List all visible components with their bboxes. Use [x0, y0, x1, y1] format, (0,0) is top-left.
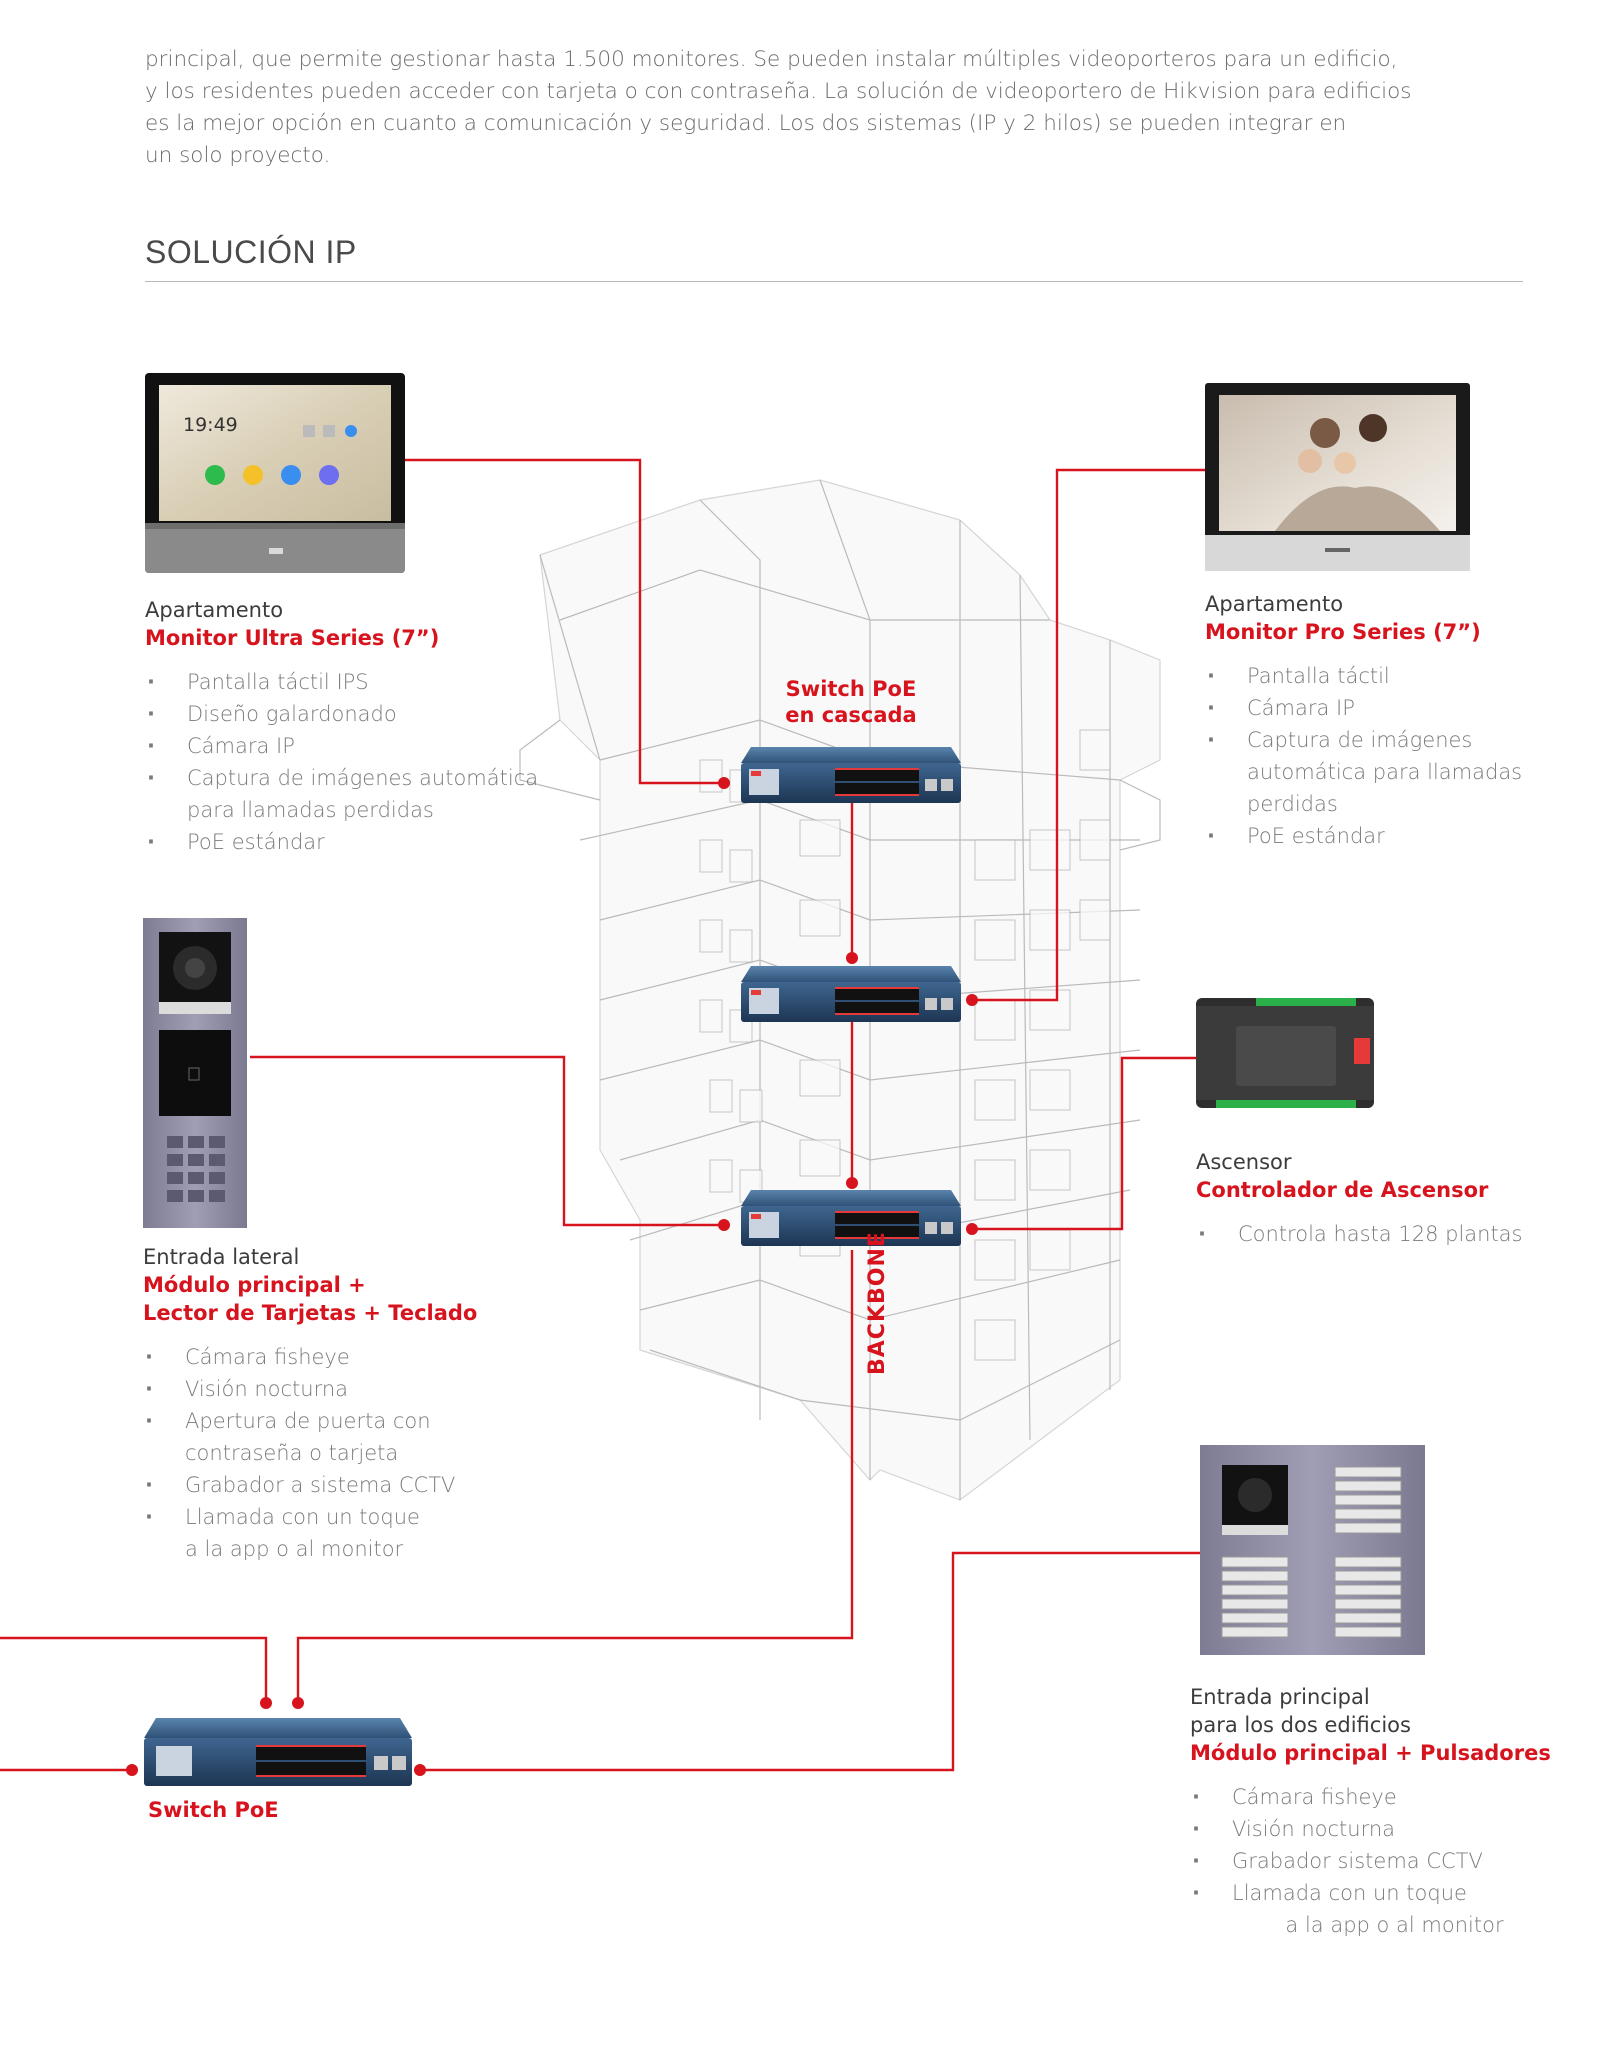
poe-switch-cascade-3-icon: [741, 1190, 961, 1246]
intro-paragraph: principal, que permite gestionar hasta 1…: [145, 44, 1465, 172]
monitor-pro-features: Pantalla táctil Cámara IP Captura de imá…: [1205, 660, 1545, 852]
line-elevator-to-switch-3: [972, 1056, 1196, 1231]
feature-item: Captura de imágenes automática para llam…: [1205, 724, 1545, 820]
feature-item: Grabador sistema CCTV: [1190, 1845, 1580, 1877]
side-entrance-label2: Módulo principal + Lector de Tarjetas + …: [143, 1273, 478, 1325]
feature-item: Pantalla táctil IPS: [145, 666, 565, 698]
line-side-entrance-to-switch-3: [250, 1055, 724, 1227]
monitor-pro-label1: Apartamento: [1205, 592, 1344, 616]
side-entrance-label1: Entrada lateral: [143, 1245, 300, 1269]
poe-switch-cascade-1-icon: [741, 747, 961, 803]
feature-item: PoE estándar: [1205, 820, 1545, 852]
connection-lines: [0, 458, 1205, 1772]
feature-item: Visión nocturna: [143, 1373, 563, 1405]
feature-item: Cámara fisheye: [1190, 1781, 1580, 1813]
monitor-ultra-label2: Monitor Ultra Series (7”): [145, 626, 440, 650]
elevator-controller-icon: [1196, 998, 1374, 1108]
elevator-block: Ascensor Controlador de Ascensor Control…: [1196, 1148, 1556, 1250]
feature-item: Cámara IP: [145, 730, 565, 762]
cascade-switch-label: Switch PoE en cascada: [785, 677, 917, 727]
main-entrance-label1: Entrada principal para los dos edificios: [1190, 1685, 1411, 1737]
feature-item: Grabador a sistema CCTV: [143, 1469, 563, 1501]
feature-item: Captura de imágenes automática para llam…: [145, 762, 565, 826]
feature-item: Cámara fisheye: [143, 1341, 563, 1373]
elevator-label1: Ascensor: [1196, 1150, 1292, 1174]
backbone-label: BACKBONE: [865, 1231, 890, 1375]
feature-item: PoE estándar: [145, 826, 565, 858]
main-entrance-block: Entrada principal para los dos edificios…: [1190, 1683, 1580, 1941]
elevator-features: Controla hasta 128 plantas: [1196, 1218, 1556, 1250]
line-backbone: [296, 1250, 854, 1702]
poe-switch-cascade-2-icon: [741, 966, 961, 1022]
main-entrance-features: Cámara fisheye Visión nocturna Grabador …: [1190, 1781, 1580, 1941]
intro-line: y los residentes pueden acceder con tarj…: [145, 79, 1412, 104]
line-monitor-pro-to-switch-2: [972, 468, 1205, 1002]
feature-item: Apertura de puerta con contraseña o tarj…: [143, 1405, 563, 1469]
section-title: SOLUCIÓN IP: [145, 234, 357, 270]
section-divider: [145, 281, 1523, 282]
feature-item: Diseño galardonado: [145, 698, 565, 730]
feature-item: Controla hasta 128 plantas: [1196, 1218, 1556, 1250]
feature-item: Pantalla táctil: [1205, 660, 1545, 692]
connection-endpoints: [126, 777, 978, 1776]
main-switch-label: Switch PoE: [148, 1798, 279, 1822]
feature-item: Visión nocturna: [1190, 1813, 1580, 1845]
line-main-entrance-to-main-switch: [420, 1551, 1200, 1772]
poe-switch-main-icon: [144, 1718, 412, 1786]
feature-item: Llamada con un toque a la app o al monit…: [143, 1501, 563, 1565]
feature-item: Llamada con un toque a la app o al monit…: [1190, 1877, 1580, 1941]
monitor-pro-label2: Monitor Pro Series (7”): [1205, 620, 1481, 644]
side-entrance-features: Cámara fisheye Visión nocturna Apertura …: [143, 1341, 563, 1565]
monitor-pro-series-icon: [1205, 383, 1470, 571]
monitor-pro-block: Apartamento Monitor Pro Series (7”) Pant…: [1205, 590, 1545, 852]
elevator-label2: Controlador de Ascensor: [1196, 1178, 1489, 1202]
side-entrance-module-icon: [143, 918, 247, 1228]
monitor-ultra-label1: Apartamento: [145, 598, 284, 622]
monitor-ultra-features: Pantalla táctil IPS Diseño galardonado C…: [145, 666, 565, 858]
main-entrance-label2: Módulo principal + Pulsadores: [1190, 1741, 1551, 1765]
intro-line: principal, que permite gestionar hasta 1…: [145, 47, 1398, 72]
intro-line: un solo proyecto.: [145, 143, 331, 168]
main-entrance-panel-icon: [1200, 1445, 1425, 1655]
monitor-ultra-series-icon: [145, 373, 405, 573]
side-entrance-block: Entrada lateral Módulo principal + Lecto…: [143, 1243, 563, 1565]
intro-line: es la mejor opción en cuanto a comunicac…: [145, 111, 1347, 136]
monitor-ultra-time: 19:49: [183, 414, 238, 436]
monitor-ultra-block: Apartamento Monitor Ultra Series (7”) Pa…: [145, 596, 565, 858]
feature-item: Cámara IP: [1205, 692, 1545, 724]
line-monitor-ultra-to-switch-1: [405, 458, 724, 785]
line-left-offpage-to-main-switch: [0, 1636, 268, 1702]
